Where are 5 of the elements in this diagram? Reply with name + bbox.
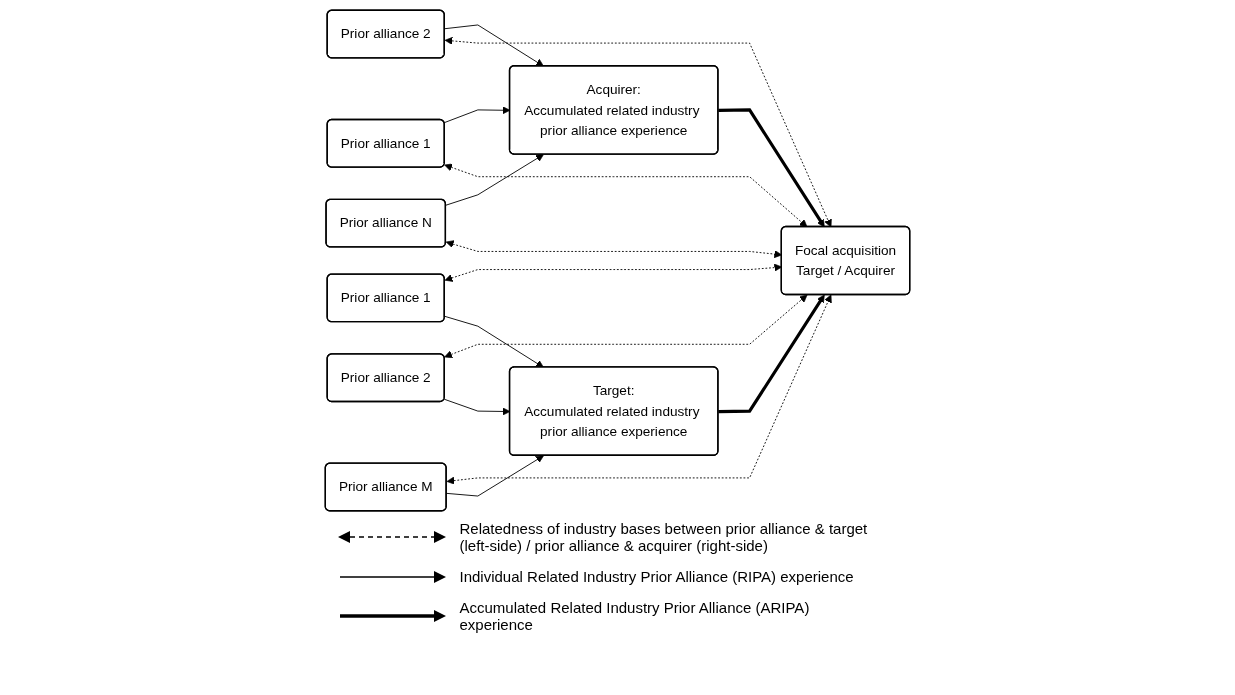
legend-text: Relatedness of industry bases between prior alliance & target (left-side) / prior alliance & acquirer (right-side): [459, 520, 869, 554]
legend-text: Individual Related Industry Prior Alliance (RIPA) experience: [459, 568, 854, 585]
legend-text: Accumulated Related Industry Prior Alliance (ARIPA) experience: [459, 599, 811, 633]
arrow: [718, 294, 825, 413]
arrow: [718, 107, 825, 227]
